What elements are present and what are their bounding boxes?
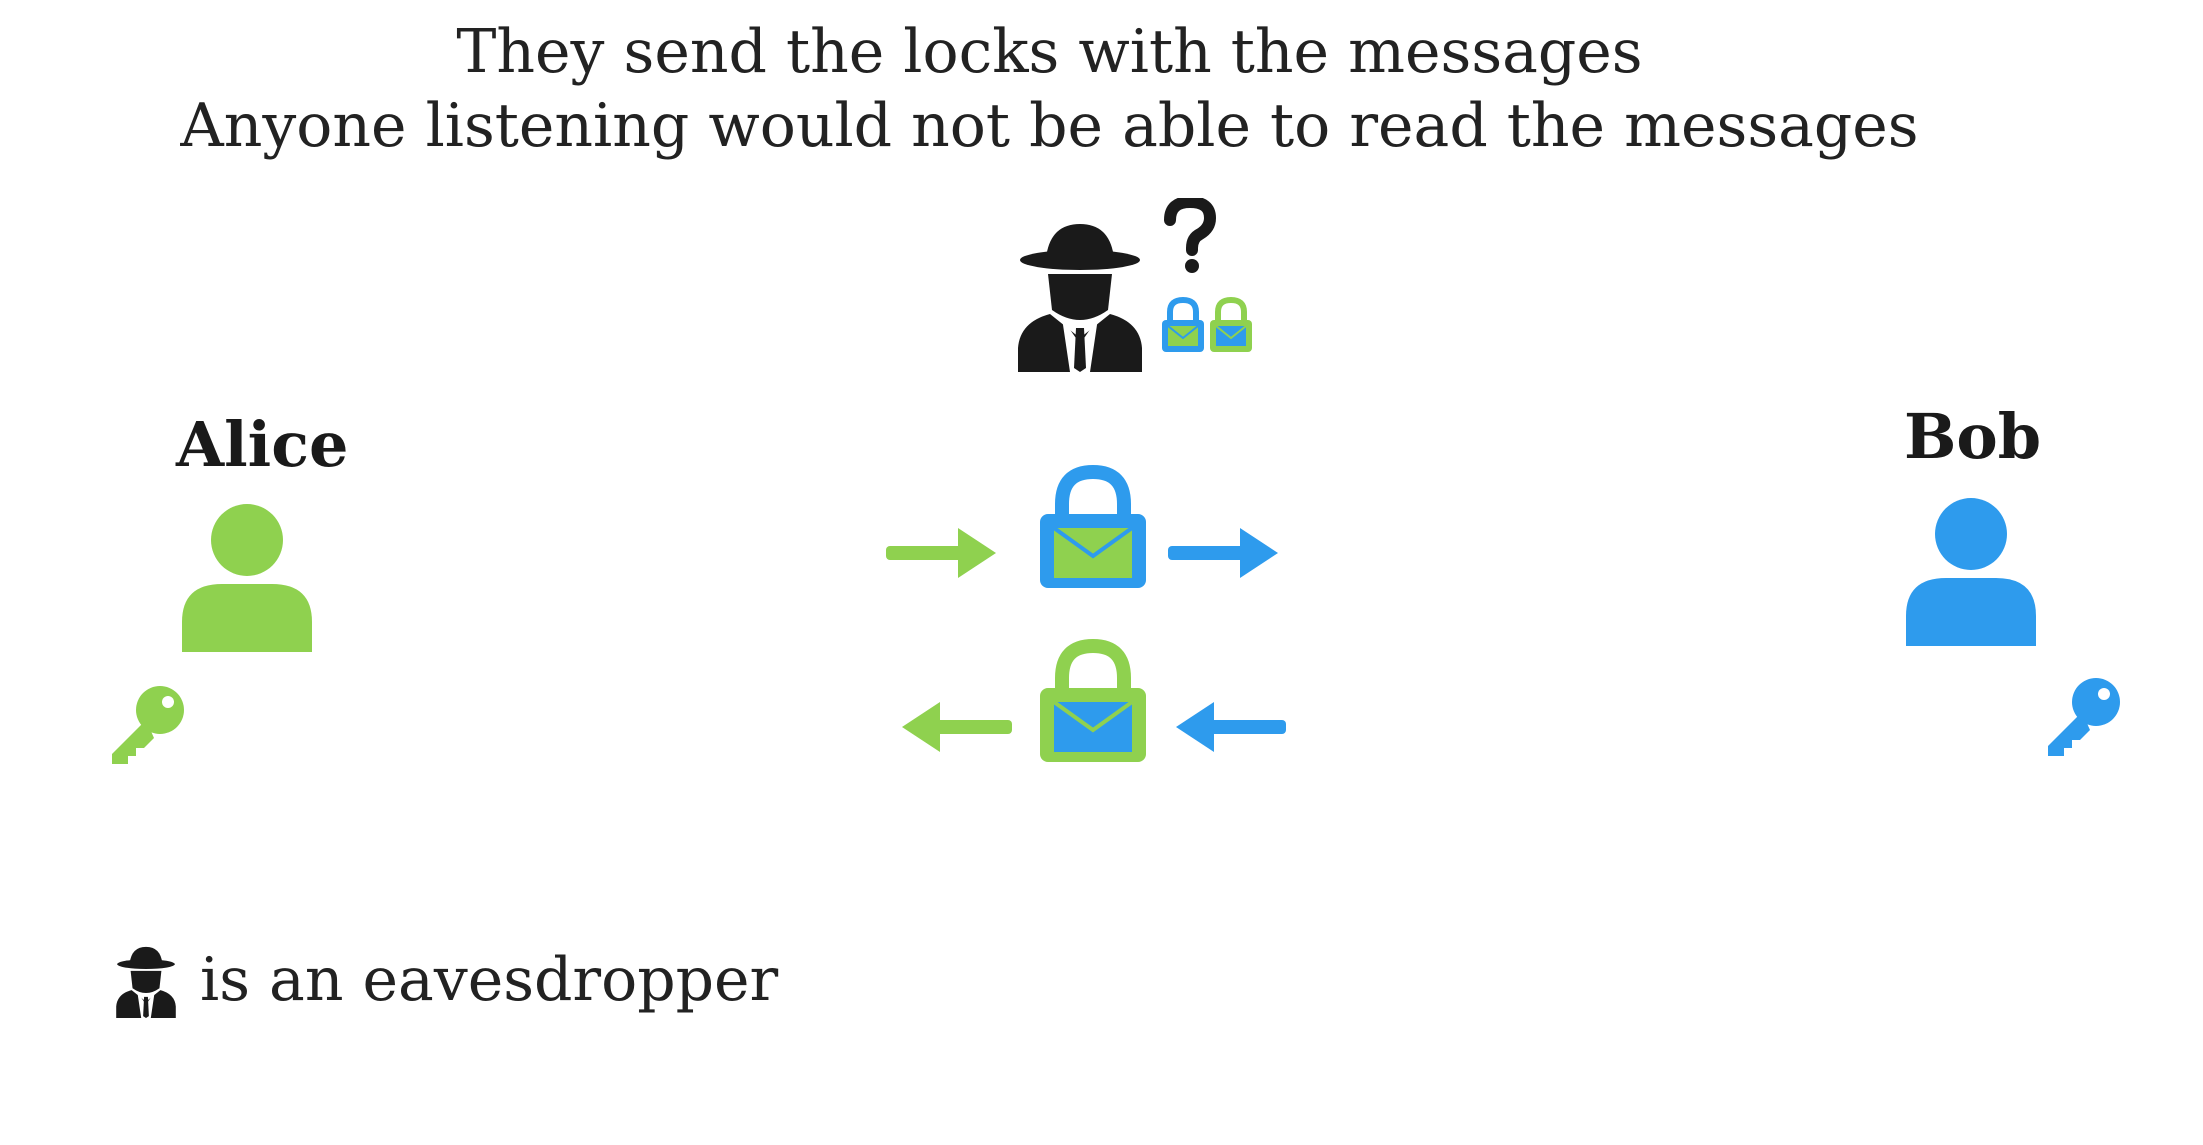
spy-icon (1018, 224, 1142, 372)
title-line-1: They send the locks with the messages (456, 17, 1643, 87)
alice-user-icon (182, 504, 312, 652)
question-mark-icon (1164, 198, 1217, 273)
green-arrow-left-icon (902, 702, 1012, 752)
small-blue-lock-icon (1162, 296, 1204, 352)
small-green-lock-icon (1210, 296, 1252, 352)
bob-label: Bob (1904, 400, 2042, 473)
blue-arrow-right-icon (1168, 528, 1278, 578)
blue-arrow-left-icon (1176, 702, 1286, 752)
alice-label: Alice (176, 408, 349, 481)
bob-user-icon (1906, 498, 2036, 646)
legend-spy-icon (116, 946, 176, 1018)
legend-text: is an eavesdropper (200, 945, 779, 1015)
alice-key-icon (112, 686, 184, 764)
green-lock-icon (1040, 638, 1146, 762)
green-arrow-right-icon (886, 528, 996, 578)
bob-key-icon (2048, 678, 2120, 756)
blue-lock-icon (1040, 464, 1146, 588)
title-line-2: Anyone listening would not be able to re… (180, 91, 1919, 161)
